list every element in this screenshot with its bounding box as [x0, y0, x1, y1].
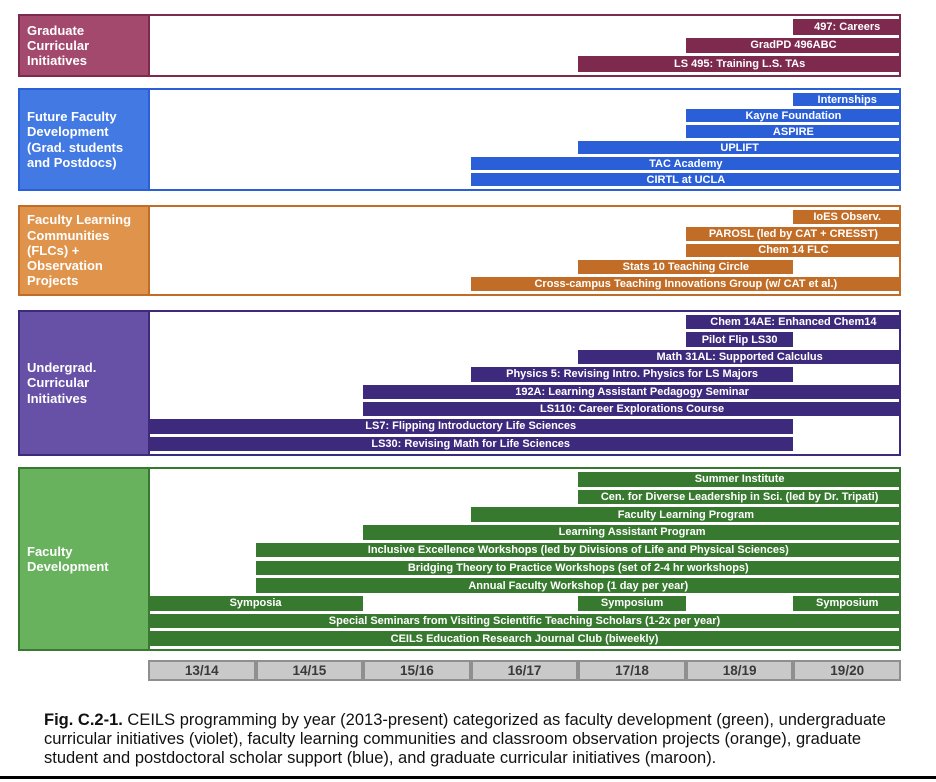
- year-cell: 13/14: [148, 660, 256, 681]
- program-bar: UPLIFT: [578, 141, 901, 154]
- program-bar: Symposium: [793, 595, 901, 611]
- program-bar: Internships: [793, 93, 901, 106]
- year-cell: 14/15: [255, 660, 364, 681]
- figure-caption: Fig. C.2-1. CEILS programming by year (2…: [44, 711, 896, 769]
- program-bar: Math 31AL: Supported Calculus: [578, 349, 901, 365]
- program-bar: Kayne Foundation: [685, 109, 901, 122]
- program-bar: Pilot Flip LS30: [685, 332, 794, 347]
- program-bar: Symposium: [578, 595, 686, 611]
- program-bar: Cen. for Diverse Leadership in Sci. (led…: [578, 489, 901, 505]
- program-bar: Cross-campus Teaching Innovations Group …: [470, 277, 901, 291]
- program-bar: Physics 5: Revising Intro. Physics for L…: [470, 367, 794, 382]
- program-bar: PAROSL (led by CAT + CRESST): [685, 226, 901, 241]
- year-cell: 15/16: [363, 660, 471, 681]
- program-bar: LS30: Revising Math for Life Sciences: [148, 436, 794, 451]
- year-cell: 16/17: [470, 660, 579, 681]
- program-bar: CIRTL at UCLA: [470, 173, 901, 186]
- program-bar: Faculty Learning Program: [470, 507, 901, 523]
- program-bar: 192A: Learning Assistant Pedagogy Semina…: [363, 384, 901, 399]
- program-bar: Inclusive Excellence Workshops (led by D…: [255, 542, 901, 558]
- program-bar: Special Seminars from Visiting Scientifi…: [148, 613, 901, 629]
- program-bar: Bridging Theory to Practice Workshops (s…: [255, 560, 901, 576]
- year-cell: 19/20: [793, 660, 901, 681]
- group-label: Undergrad. Curricular Initiatives: [20, 312, 150, 454]
- program-bar: Learning Assistant Program: [363, 525, 901, 540]
- group-label: Faculty Learning Communities (FLCs) + Ob…: [20, 207, 150, 294]
- program-bar: Chem 14 FLC: [685, 243, 901, 258]
- figure-caption-text: CEILS programming by year (2013-present)…: [44, 710, 886, 768]
- program-bar: Stats 10 Teaching Circle: [578, 260, 794, 275]
- bottom-divider: [0, 776, 936, 779]
- group-label: Graduate Curricular Initiatives: [20, 16, 150, 75]
- program-bar: Summer Institute: [578, 472, 901, 487]
- program-bar: 497: Careers: [793, 19, 901, 35]
- program-bar: CEILS Education Research Journal Club (b…: [148, 631, 901, 646]
- group-label: Faculty Development: [20, 469, 150, 649]
- program-bar: TAC Academy: [470, 157, 901, 170]
- figure-caption-label: Fig. C.2-1.: [44, 710, 123, 729]
- program-bar: LS7: Flipping Introductory Life Sciences: [148, 419, 794, 434]
- program-bar: Symposia: [148, 595, 364, 611]
- program-bar: Annual Faculty Workshop (1 day per year): [255, 578, 901, 593]
- program-bar: GradPD 496ABC: [685, 37, 901, 54]
- group-label: Future Faculty Development (Grad. studen…: [20, 90, 150, 189]
- year-cell: 17/18: [578, 660, 686, 681]
- program-bar: LS 495: Training L.S. TAs: [578, 56, 901, 72]
- program-bar: IoES Observ.: [793, 210, 901, 224]
- year-cell: 18/19: [685, 660, 794, 681]
- program-bar: ASPIRE: [685, 125, 901, 138]
- program-bar: LS110: Career Explorations Course: [363, 401, 901, 417]
- program-bar: Chem 14AE: Enhanced Chem14: [685, 315, 901, 330]
